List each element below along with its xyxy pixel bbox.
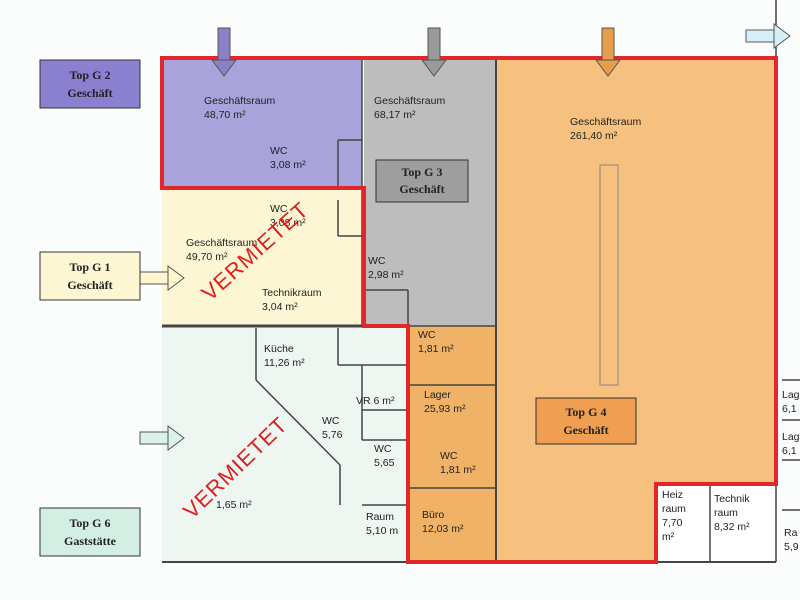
legend-g6-line2: Gaststätte: [64, 534, 117, 548]
room-area: 48,70 m²: [204, 109, 246, 121]
room-area: 2,98 m²: [368, 269, 404, 281]
arrow-right-icon: [139, 265, 185, 291]
room-name: WC: [270, 145, 288, 157]
room-name: Küche: [264, 343, 294, 355]
legend-g2-line2: Geschäft: [67, 86, 112, 100]
legend-g2-line1: Top G 2: [70, 68, 111, 82]
legend-g1-line1: Top G 1: [70, 260, 111, 274]
area-technik: [710, 484, 776, 562]
legend-g3-line2: Geschäft: [399, 182, 444, 196]
room-name: Technik: [714, 493, 750, 505]
room-name: Geschäftsraum: [374, 95, 445, 107]
room-name: WC: [374, 443, 392, 455]
legend-g3: Top G 3 Geschäft: [375, 159, 469, 203]
room-area: m²: [662, 531, 675, 543]
room-name: Lag: [782, 389, 800, 401]
legend-g4-line2: Geschäft: [563, 423, 608, 437]
room-area: 7,70: [662, 517, 683, 529]
room-name: Raum: [366, 511, 394, 523]
room-name: WC: [418, 329, 436, 341]
room-area: 1,65 m²: [216, 499, 252, 511]
room-area: 6,1: [782, 445, 797, 457]
area-heiz: [656, 484, 710, 562]
legend-g4-line1: Top G 4: [566, 405, 607, 419]
room-name: VR 6 m²: [356, 395, 395, 407]
room-area: 5,65: [374, 457, 395, 469]
room-name: Heiz: [662, 489, 683, 501]
room-area: 11,26 m²: [264, 357, 305, 369]
legend-g1-line2: Geschäft: [67, 278, 112, 292]
room-area: 68,17 m²: [374, 109, 416, 121]
room-area: 1,81 m²: [440, 464, 476, 476]
room-area: 12,03 m²: [422, 523, 464, 535]
room-area: 25,93 m²: [424, 403, 466, 415]
room-name: raum: [662, 503, 686, 515]
room-area: 261,40 m²: [570, 130, 618, 142]
area-lager: [408, 326, 496, 562]
room-name: Ra: [784, 527, 798, 539]
room-area: 49,70 m²: [186, 251, 228, 263]
room-name: Geschäftsraum: [186, 237, 257, 249]
room-labels: Geschäftsraum 48,70 m² WC 3,08 m² Geschä…: [186, 95, 800, 553]
room-name: raum: [714, 507, 738, 519]
room-area: 5,10 m: [366, 525, 398, 537]
room-area: 8,32 m²: [714, 521, 750, 533]
entrance-arrows: [139, 23, 791, 451]
room-name: WC: [440, 450, 458, 462]
area-g6: [162, 328, 408, 562]
room-area: 5,76: [322, 429, 343, 441]
room-area: 3,04 m²: [262, 301, 298, 313]
room-name: Geschäftsraum: [204, 95, 275, 107]
room-name: Lager: [424, 389, 451, 401]
room-area: 5,9: [784, 541, 799, 553]
legend-g6: Top G 6 Gaststätte: [39, 507, 141, 557]
room-name: WC: [270, 203, 288, 215]
legend-g3-line1: Top G 3: [402, 165, 443, 179]
area-g2: [162, 58, 362, 188]
room-name: WC: [368, 255, 386, 267]
arrow-right-icon: [139, 425, 185, 451]
room-name: Lag: [782, 431, 800, 443]
legend-g6-line1: Top G 6: [70, 516, 111, 530]
highlight-outline: [160, 56, 778, 564]
room-area: 3,08 m²: [270, 217, 306, 229]
room-area: 3,08 m²: [270, 159, 306, 171]
g4-display-outline: [599, 164, 619, 386]
legend-g1: Top G 1 Geschäft: [39, 251, 141, 301]
legend-g2: Top G 2 Geschäft: [39, 59, 141, 109]
area-g4: [496, 58, 776, 562]
arrow-down-icon: [421, 27, 447, 77]
room-area: 1,81 m²: [418, 343, 454, 355]
arrow-right-icon: [745, 23, 791, 49]
room-name: Technikraum: [262, 287, 322, 299]
room-name: Büro: [422, 509, 444, 521]
room-area: 6,1: [782, 403, 797, 415]
room-name: WC: [322, 415, 340, 427]
room-name: Geschäftsraum: [570, 116, 641, 128]
legend-g4: Top G 4 Geschäft: [535, 397, 637, 445]
area-g1: [162, 190, 362, 326]
arrow-down-icon: [595, 27, 621, 77]
arrow-down-icon: [211, 27, 237, 77]
